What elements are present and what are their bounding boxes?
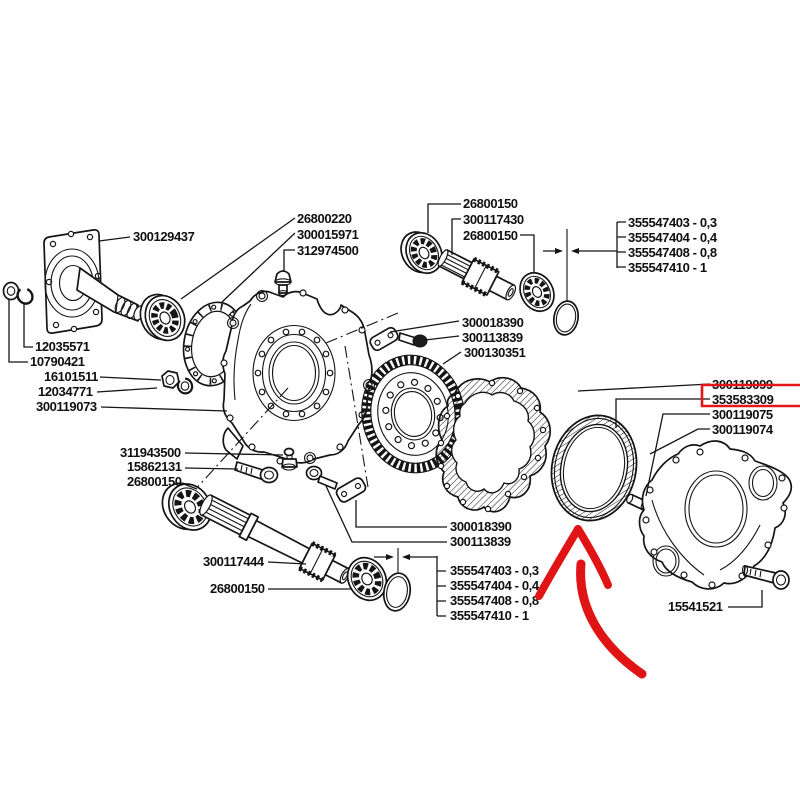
- label-ring-gear: 300130351: [464, 345, 526, 360]
- highlight-box: [700, 383, 800, 408]
- label-end-cover: 300119074: [712, 422, 774, 437]
- label-lower-shim-1: 355547403 - 0,3: [450, 563, 539, 578]
- gear-bolt-holes: [382, 378, 444, 450]
- label-upper-shim-4: 355547410 - 1: [628, 260, 707, 275]
- label-stud-nut: 16101511: [44, 369, 98, 384]
- end-cover-holes: [642, 448, 788, 589]
- input-bearing-front: [400, 231, 443, 275]
- label-left-snap-ring: 10790421: [30, 354, 85, 369]
- label-breather-valve: 311943500: [120, 445, 181, 460]
- red-annotations: [535, 383, 800, 679]
- label-shim-ring-gasket: 300015971: [297, 227, 359, 242]
- label-upper-shim-1: 355547403 - 0,3: [628, 215, 717, 230]
- housing-edge-holes: [220, 289, 376, 465]
- centerline-axle: [192, 387, 289, 493]
- axle-bearing-rear: [346, 556, 388, 602]
- left-lock-nut: [2, 281, 20, 301]
- label-input-shaft: 300117430: [463, 212, 524, 227]
- label-lower-shim-3: 355547408 - 0,8: [450, 593, 539, 608]
- label-lower-lock-plate: 300018390: [450, 519, 512, 534]
- ring-gear: [361, 354, 465, 474]
- label-front-bearing: 26800220: [297, 211, 352, 226]
- filler-plug: [274, 270, 292, 296]
- lower-shim-ring: [382, 572, 412, 612]
- left-snap-ring: [16, 287, 34, 305]
- seal-ring-highlighted: [550, 414, 638, 522]
- label-lower-shim-4: 355547410 - 1: [450, 608, 529, 623]
- label-left-lock-nut: 12035571: [35, 339, 90, 354]
- label-cover-bolt: 15541521: [668, 599, 723, 614]
- gasket-holes: [437, 379, 547, 513]
- upper-lock-plate: [369, 326, 399, 352]
- part-labels: 300129437 26800220 300015971 312974500 2…: [30, 196, 774, 623]
- label-input-bearing-front: 26800150: [463, 196, 518, 211]
- main-housing: [220, 289, 376, 465]
- label-input-bearing-rear: 26800150: [463, 228, 518, 243]
- lower-lock-plate: [335, 477, 367, 503]
- label-upper-lock-plate: 300018390: [462, 315, 524, 330]
- label-upper-shim-3: 355547408 - 0,8: [628, 245, 717, 260]
- label-hex-bolt: 15862131: [127, 459, 182, 474]
- lower-thickness-measure: [374, 548, 446, 617]
- label-upper-bolt: 300113839: [462, 330, 523, 345]
- label-upper-shim-2: 355547404 - 0,4: [628, 230, 718, 245]
- centerline-bolts: [344, 345, 369, 488]
- label-axle-shaft: 300117444: [203, 554, 265, 569]
- lower-bolt: [305, 465, 338, 490]
- centerline-upper-bolt: [325, 312, 399, 344]
- label-flange-plate: 300129437: [133, 229, 195, 244]
- axle-bearing-front: [161, 482, 213, 531]
- input-bearing-rear: [519, 271, 555, 313]
- label-filler-plug: 312974500: [297, 243, 359, 258]
- upper-thickness-measure: [543, 221, 626, 301]
- upper-bolt: [398, 332, 428, 348]
- cover-bolt: [741, 564, 790, 590]
- upper-shim-ring: [552, 300, 580, 336]
- end-cover: [638, 440, 793, 590]
- hex-bolt: [234, 461, 279, 484]
- label-lock-washer: 12034771: [38, 384, 93, 399]
- label-seal-ring: 353583309: [712, 392, 774, 407]
- label-axle-bearing-rear: 26800150: [210, 581, 265, 596]
- front-bearing: [139, 293, 186, 342]
- lock-washer: [176, 377, 194, 395]
- label-lower-bolt: 300113839: [450, 534, 511, 549]
- breather-valve: [281, 447, 298, 471]
- label-lower-shim-2: 355547404 - 0,4: [450, 578, 540, 593]
- housing-flange-holes: [254, 328, 334, 418]
- leader-lines: [8, 203, 763, 608]
- stud-nut: [161, 370, 180, 389]
- axle-flange-plate: [43, 229, 145, 334]
- input-shaft: [437, 249, 517, 301]
- label-axle-bearing-front: 26800150: [127, 474, 182, 489]
- cover-gasket: [435, 376, 551, 513]
- label-dowel-bushing: 300119075: [712, 407, 773, 422]
- axle-shaft: [199, 494, 351, 584]
- highlight-arrow: [535, 525, 647, 679]
- label-main-housing: 300119073: [36, 399, 97, 414]
